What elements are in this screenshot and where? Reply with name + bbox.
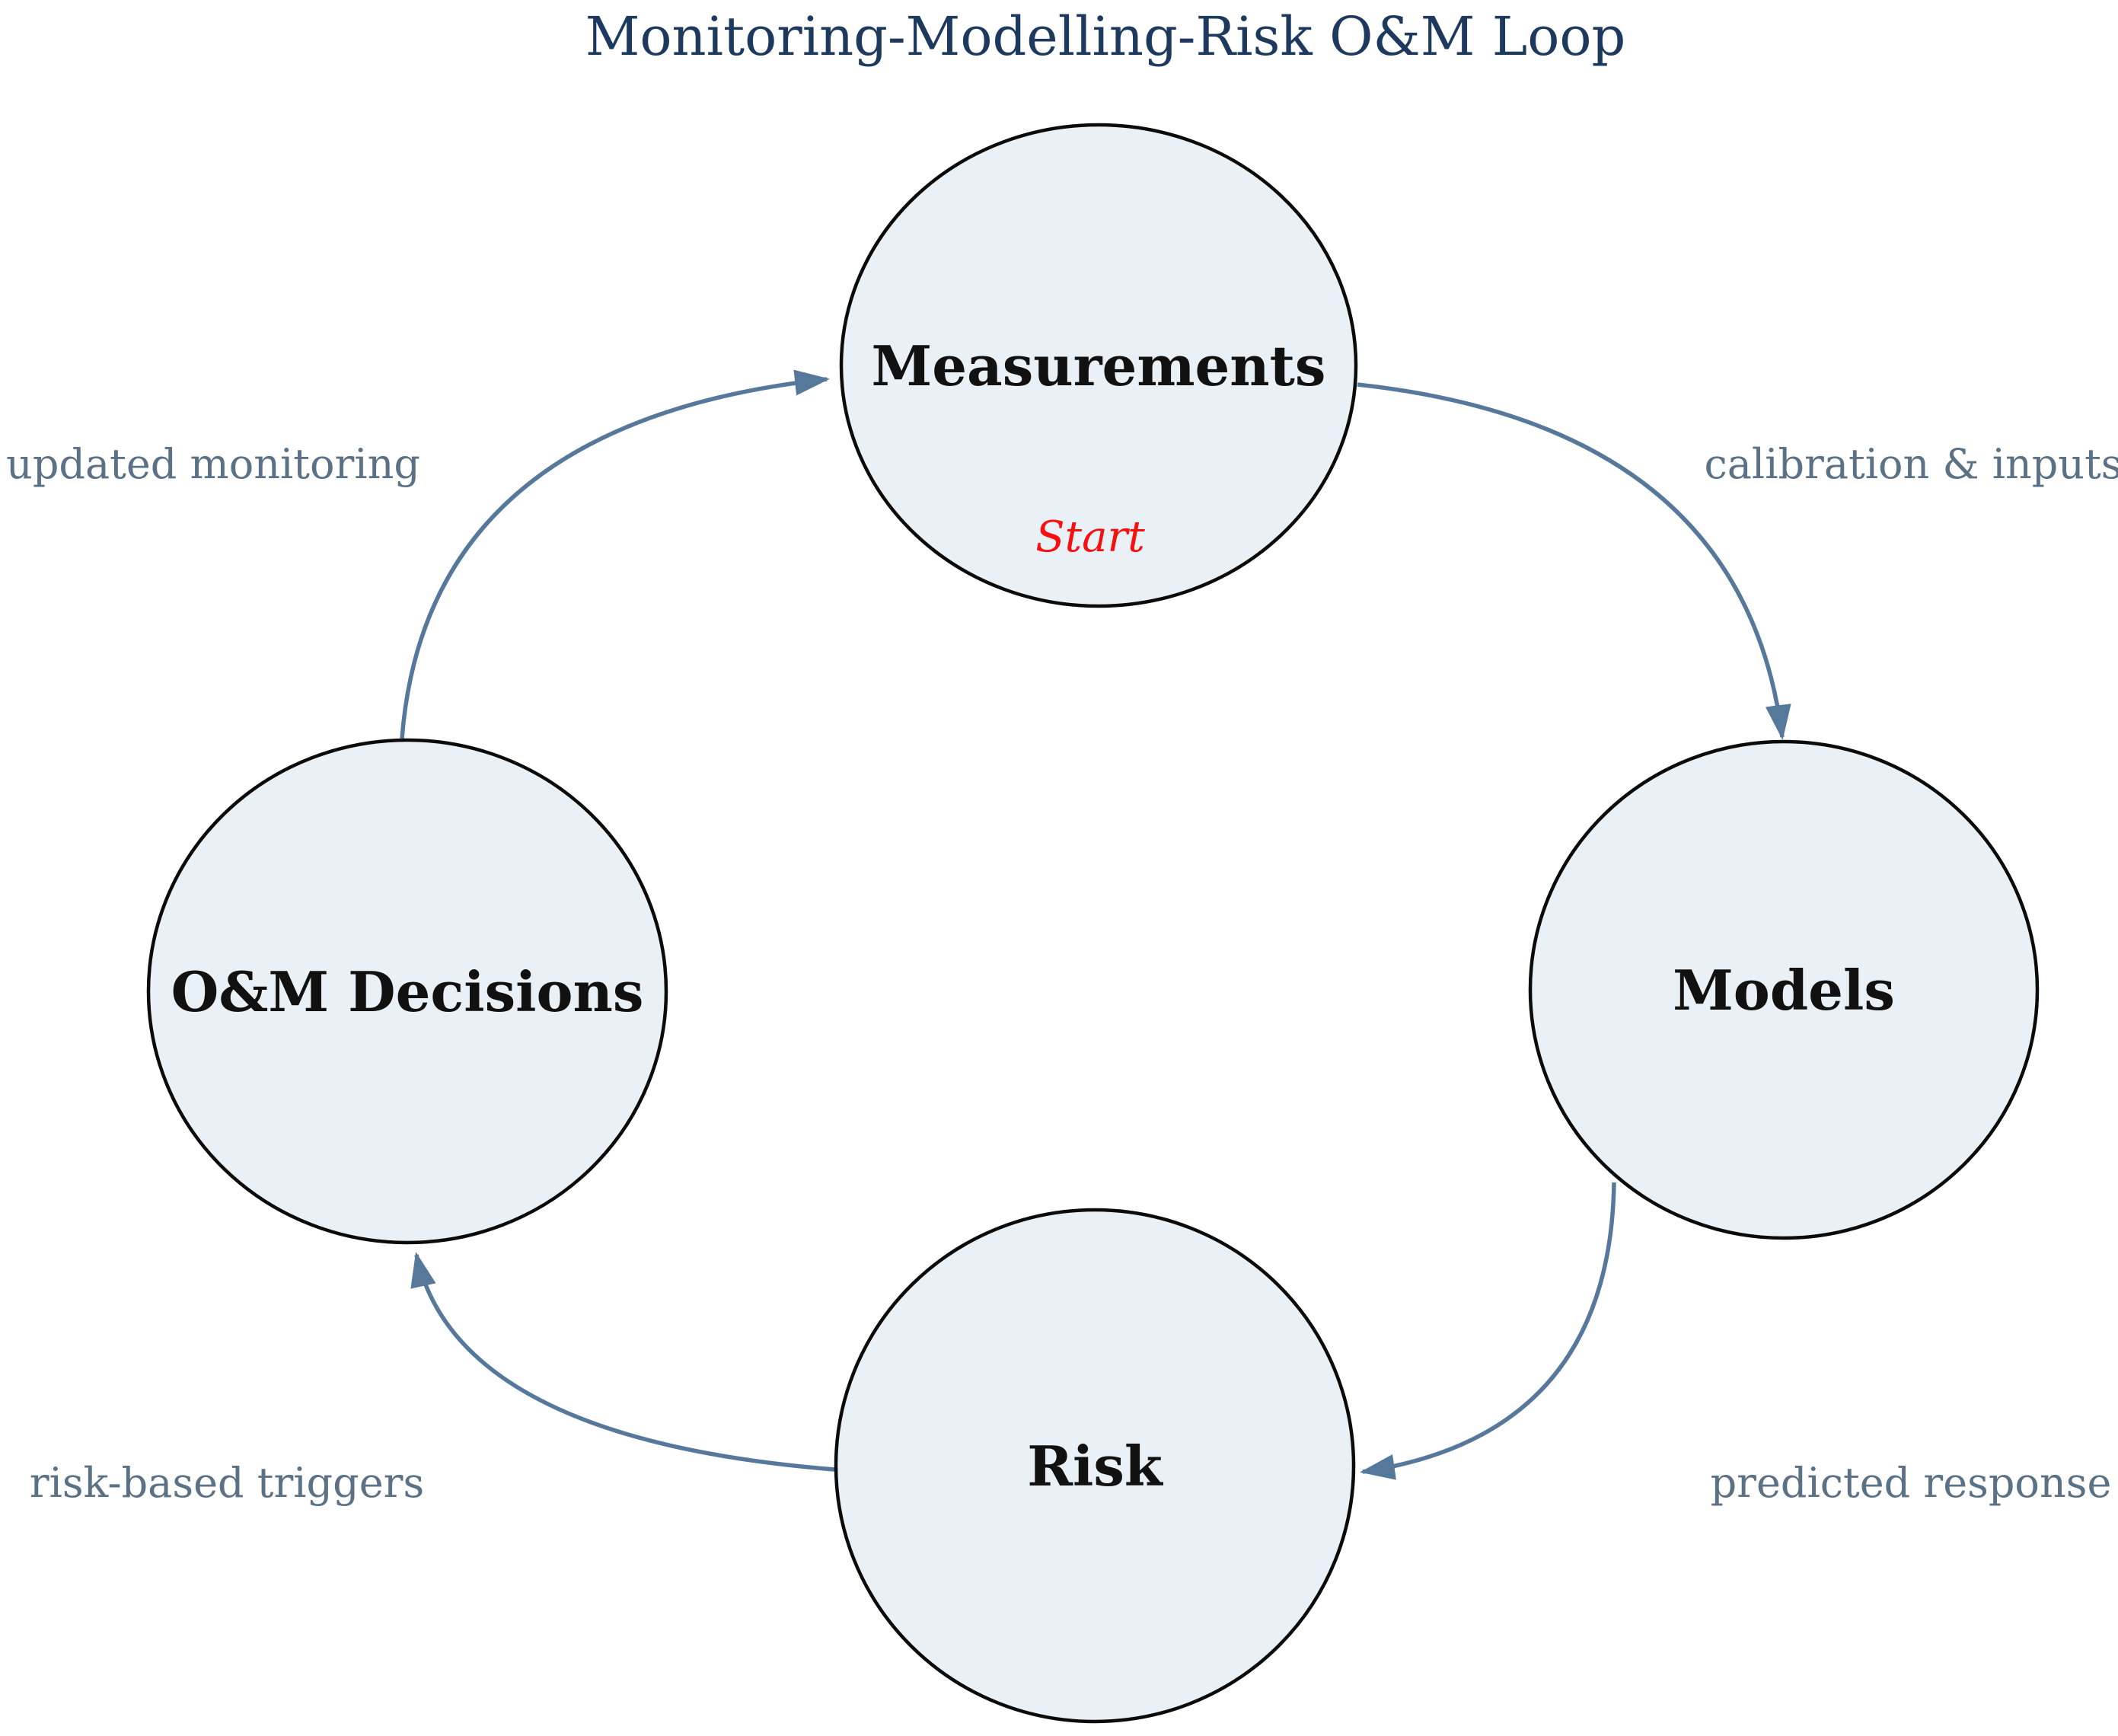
node-risk-circle bbox=[834, 1208, 1356, 1724]
edge-risk-to-om bbox=[410, 1252, 835, 1472]
node-models: Models bbox=[1528, 739, 2040, 1240]
node-om-decisions-label: O&M Decisions bbox=[171, 959, 644, 1024]
start-annotation: Start bbox=[1035, 512, 1145, 562]
node-models-label: Models bbox=[1673, 958, 1895, 1023]
node-om-decisions: O&M Decisions bbox=[146, 738, 668, 1245]
diagram-title: Monitoring-Modelling-Risk O&M Loop bbox=[585, 5, 1626, 68]
edge-label-predicted-response: predicted response bbox=[1711, 1459, 2112, 1507]
node-measurements-circle bbox=[839, 123, 1358, 608]
edge-label-risk-based-triggers: risk-based triggers bbox=[30, 1459, 424, 1507]
node-om-decisions-circle bbox=[146, 738, 668, 1245]
edge-models-to-risk bbox=[1360, 1182, 1616, 1480]
node-models-circle bbox=[1528, 739, 2040, 1240]
edge-label-calibration-inputs: calibration & inputs bbox=[1704, 440, 2118, 488]
node-measurements-label: Measurements bbox=[872, 333, 1326, 398]
node-risk: Risk bbox=[834, 1208, 1356, 1724]
node-risk-label: Risk bbox=[1027, 1434, 1164, 1498]
edge-label-updated-monitoring: updated monitoring bbox=[6, 440, 420, 488]
node-measurements: Measurements Start bbox=[839, 123, 1358, 608]
edge-om-to-measurements bbox=[400, 369, 830, 739]
edge-measurements-to-models bbox=[1357, 382, 1791, 740]
